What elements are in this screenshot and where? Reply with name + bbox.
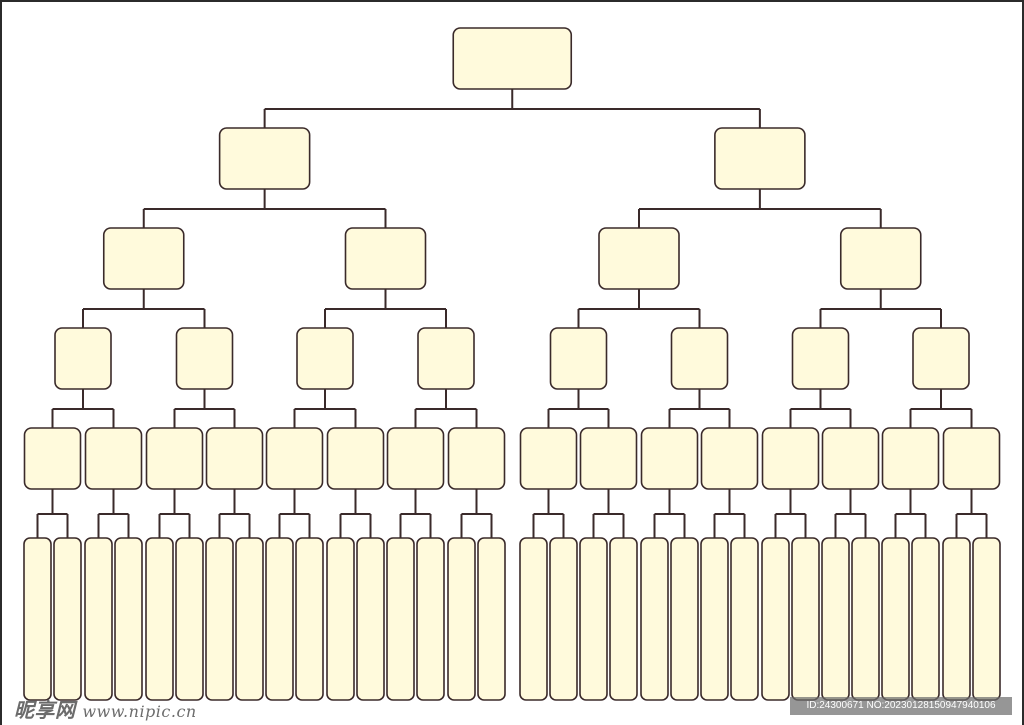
level-5-node — [821, 427, 880, 490]
leaf-node — [911, 537, 940, 701]
leaf-node — [23, 537, 52, 701]
leaf-node — [477, 537, 506, 701]
level-4-node — [296, 327, 354, 390]
leaf-node — [700, 537, 729, 701]
level-5-node — [265, 427, 324, 490]
leaf-node — [145, 537, 174, 701]
leaf-node — [416, 537, 445, 701]
leaf-node — [386, 537, 415, 701]
connector-lines — [36, 89, 988, 538]
leaf-node — [821, 537, 850, 701]
chart-nodes — [23, 27, 1001, 701]
leaf-node — [114, 537, 143, 701]
leaf-node — [205, 537, 234, 701]
level-3-node — [839, 227, 922, 290]
level-5-node — [579, 427, 638, 490]
leaf-node — [670, 537, 699, 701]
leaf-node — [730, 537, 759, 701]
leaf-node — [175, 537, 204, 701]
leaf-node — [942, 537, 971, 701]
leaf-node — [447, 537, 476, 701]
level-1-node — [452, 27, 573, 90]
level-3-node — [598, 227, 680, 290]
level-4-node — [175, 327, 234, 390]
watermark-site-url: www.nipic.cn — [82, 702, 197, 721]
leaf-node — [791, 537, 820, 701]
leaf-node — [326, 537, 355, 701]
leaf-node — [579, 537, 608, 701]
level-5-node — [84, 427, 143, 490]
level-5-node — [700, 427, 759, 490]
level-2-node — [218, 127, 311, 190]
level-5-node — [386, 427, 445, 490]
level-4-node — [791, 327, 850, 390]
leaf-node — [295, 537, 324, 701]
level-4-node — [417, 327, 475, 390]
level-4-node — [549, 327, 608, 390]
level-4-node — [670, 327, 729, 390]
level-5-node — [881, 427, 940, 490]
level-5-node — [326, 427, 385, 490]
leaf-node — [356, 537, 385, 701]
level-4-node — [912, 327, 970, 390]
level-5-node — [640, 427, 699, 490]
leaf-node — [84, 537, 113, 701]
leaf-node — [609, 537, 638, 701]
level-5-node — [942, 427, 1001, 490]
leaf-node — [972, 537, 1001, 701]
leaf-node — [53, 537, 82, 701]
leaf-node — [881, 537, 910, 701]
level-5-node — [145, 427, 204, 490]
level-4-node — [54, 327, 112, 390]
level-5-node — [447, 427, 506, 490]
level-5-node — [205, 427, 264, 490]
leaf-node — [549, 537, 578, 701]
level-5-node — [761, 427, 820, 490]
level-3-node — [344, 227, 427, 290]
level-3-node — [102, 227, 185, 290]
leaf-node — [761, 537, 790, 701]
leaf-node — [851, 537, 880, 701]
level-5-node — [519, 427, 578, 490]
leaf-node — [519, 537, 548, 701]
leaf-node — [265, 537, 294, 701]
level-5-node — [23, 427, 82, 490]
watermark-site: 昵享网 www.nipic.cn — [14, 694, 197, 723]
leaf-node — [640, 537, 669, 701]
leaf-node — [235, 537, 264, 701]
level-2-node — [714, 127, 806, 190]
watermark-site-cn: 昵享网 — [14, 698, 76, 722]
watermark-id: ID:24300671 NO:20230128150947940106 — [790, 697, 1012, 715]
